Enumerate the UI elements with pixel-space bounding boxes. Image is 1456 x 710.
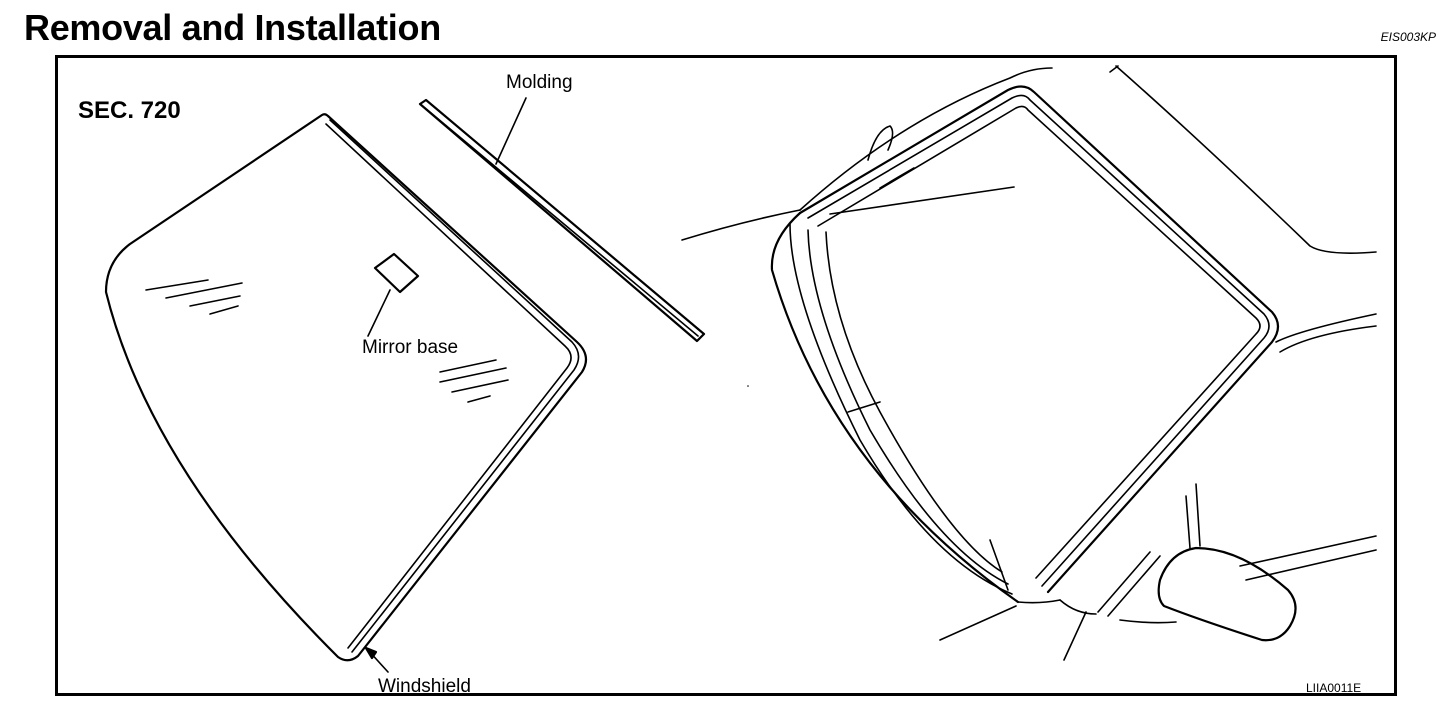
- molding-strip: [418, 97, 706, 343]
- molding-label: Molding: [506, 72, 573, 93]
- mirror-base-label: Mirror base: [362, 337, 458, 358]
- glass-reflection-marks: [145, 279, 509, 403]
- windshield-glass: [104, 113, 588, 662]
- document-code: EIS003KP: [1380, 30, 1436, 44]
- windshield-leader: [364, 646, 389, 673]
- windshield-label: Windshield: [378, 676, 471, 697]
- vehicle-body: [681, 65, 1377, 661]
- section-label: SEC. 720: [78, 97, 181, 124]
- figure-frame: [55, 55, 1397, 696]
- mirror-base: [367, 252, 420, 337]
- figure-id: LIIA0011E: [1306, 681, 1361, 695]
- page-title: Removal and Installation: [24, 7, 441, 48]
